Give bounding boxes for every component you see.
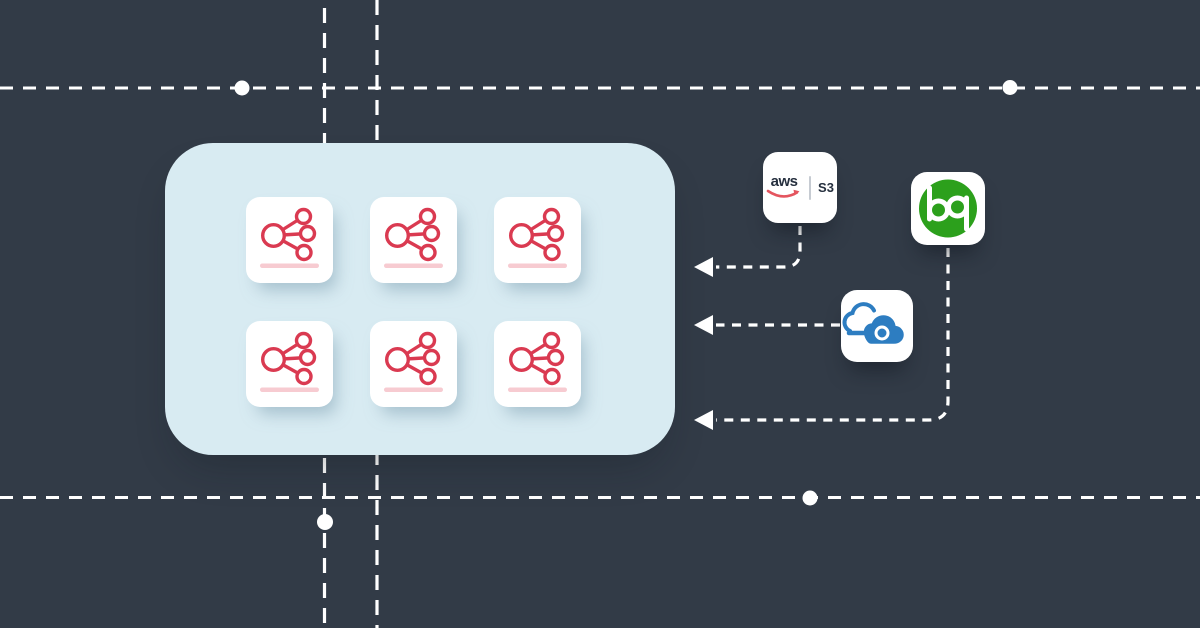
cloud-app-icon <box>841 290 913 362</box>
card-grid <box>246 197 581 407</box>
grid-node-dot <box>802 490 818 506</box>
aws-s3-app-icon: aws S3 <box>763 152 837 223</box>
aws-s3-divider <box>809 175 812 200</box>
share-network-icon <box>384 207 443 268</box>
quickbooks-logo-icon <box>919 179 977 238</box>
cloud-service-logo-icon <box>842 302 907 347</box>
share-network-icon <box>384 331 443 392</box>
share-network-icon <box>508 207 567 268</box>
arrow-aws-to-panel <box>716 226 802 269</box>
connector-card <box>494 197 581 283</box>
connector-card <box>370 197 457 283</box>
grid-node-dot <box>1002 80 1018 95</box>
grid-node-dot <box>317 514 333 530</box>
connector-card <box>246 321 333 407</box>
connectors-panel <box>165 143 675 455</box>
share-network-icon <box>508 331 567 392</box>
share-network-icon <box>260 207 319 268</box>
quickbooks-app-icon <box>911 172 985 245</box>
grid-node-dot <box>234 80 250 96</box>
connector-card <box>246 197 333 283</box>
aws-logo: aws <box>766 173 802 200</box>
share-network-icon <box>260 331 319 392</box>
s3-service-text: S3 <box>818 180 834 195</box>
connector-card <box>494 321 581 407</box>
arrowhead-aws <box>694 257 713 277</box>
arrow-quickbooks-to-panel <box>716 248 950 422</box>
arrowhead-quickbooks <box>694 410 713 430</box>
arrowhead-cloud <box>694 315 713 335</box>
aws-brand-text: aws <box>770 173 798 190</box>
connector-card <box>370 321 457 407</box>
aws-smile-icon <box>766 189 800 198</box>
